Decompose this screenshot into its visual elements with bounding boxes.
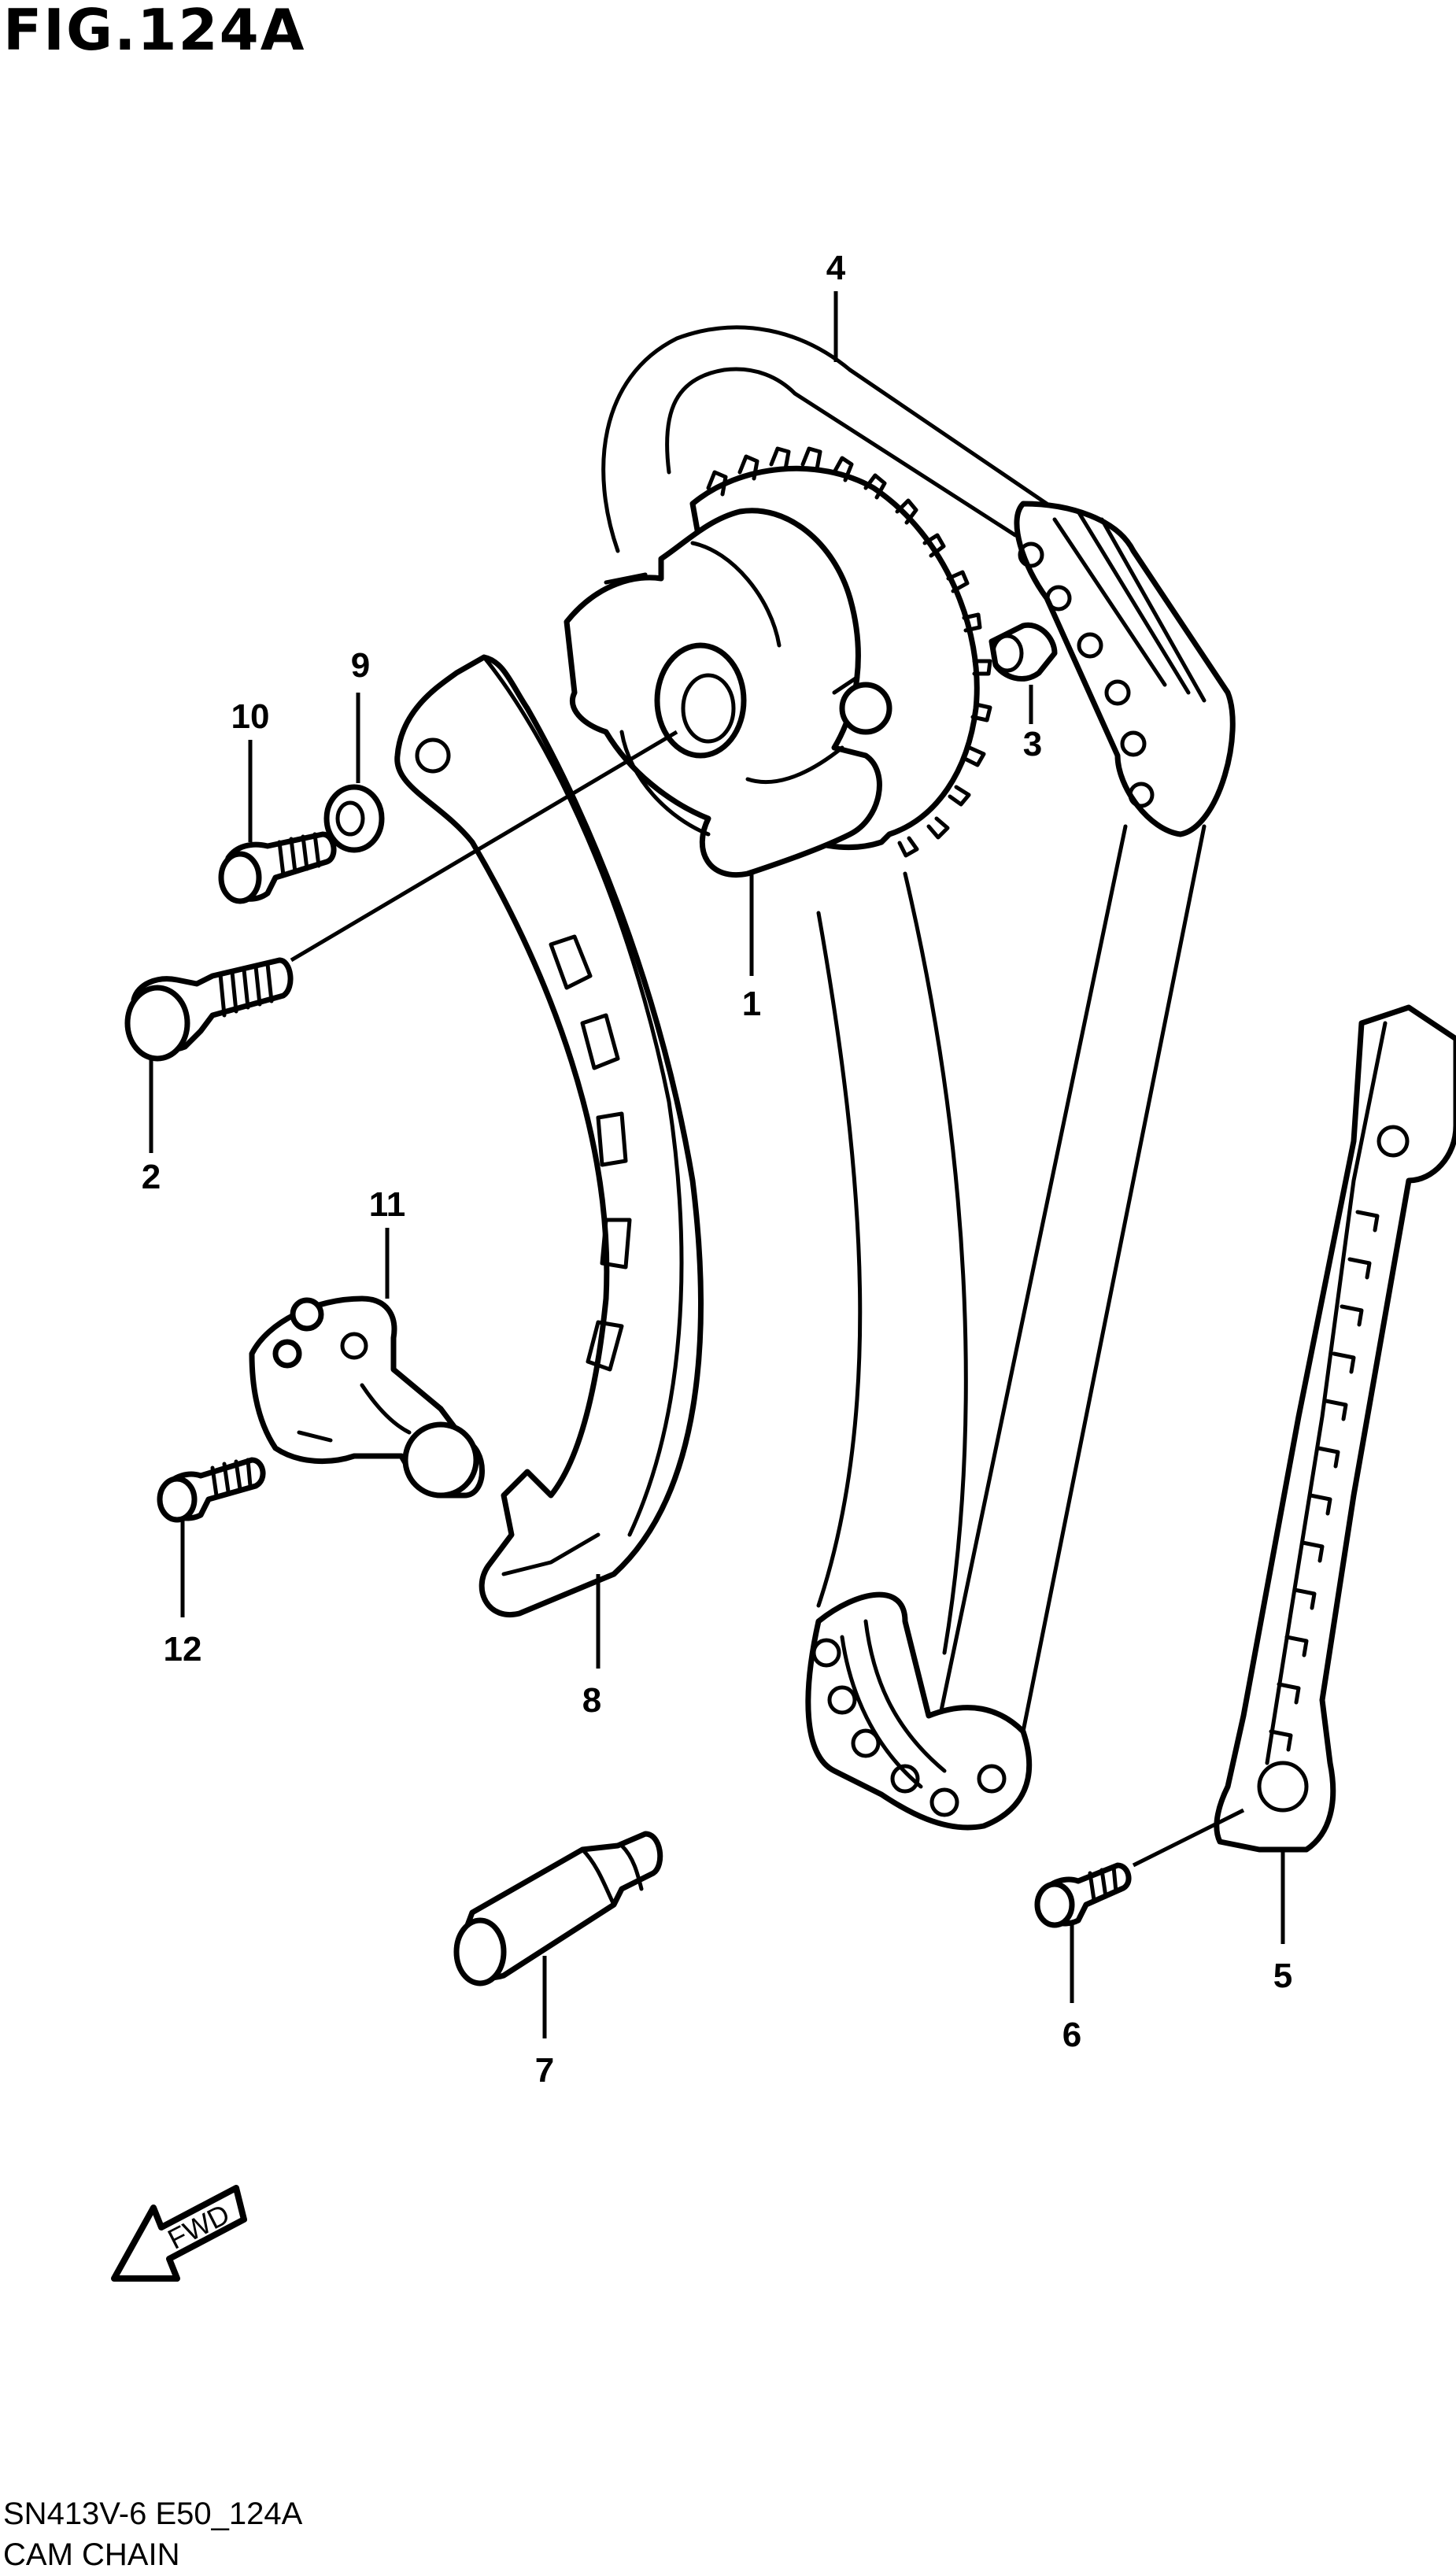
callout-6: 6 xyxy=(1062,2016,1081,2054)
callout-8: 8 xyxy=(582,1681,601,1720)
projection-line-2 xyxy=(290,730,678,963)
chain-guide[interactable] xyxy=(1214,1004,1456,1853)
diagram-name: CAM CHAIN xyxy=(3,2537,180,2572)
tensioner-adjuster[interactable] xyxy=(249,1295,485,1499)
cam-chain[interactable] xyxy=(601,325,1236,1831)
callout-10: 10 xyxy=(231,697,270,736)
cam-sprocket[interactable] xyxy=(564,446,992,878)
callout-1: 1 xyxy=(742,985,761,1023)
pin[interactable] xyxy=(453,1831,663,1987)
tensioner-guide[interactable] xyxy=(394,654,704,1617)
dowel-pin[interactable] xyxy=(989,622,1058,682)
diagram-code: SN413V-6 E50_124A xyxy=(3,2497,303,2531)
washer[interactable] xyxy=(323,784,385,853)
callout-2: 2 xyxy=(142,1158,161,1196)
bolt-12[interactable] xyxy=(157,1457,266,1523)
bolt-6[interactable] xyxy=(1034,1862,1132,1928)
callout-11: 11 xyxy=(369,1185,406,1224)
callout-12: 12 xyxy=(164,1630,202,1669)
figure-title: FIG.124A xyxy=(3,0,306,63)
callout-4: 4 xyxy=(826,249,846,287)
callout-7: 7 xyxy=(535,2051,554,2090)
fwd-direction-arrow: FWD xyxy=(111,2185,247,2282)
bolt-10[interactable] xyxy=(218,831,337,904)
projection-line-6 xyxy=(1132,1808,1245,1868)
callout-3: 3 xyxy=(1023,725,1042,763)
callout-9: 9 xyxy=(351,646,370,685)
guide-bolt[interactable] xyxy=(124,957,294,1062)
callout-5: 5 xyxy=(1273,1957,1292,1995)
